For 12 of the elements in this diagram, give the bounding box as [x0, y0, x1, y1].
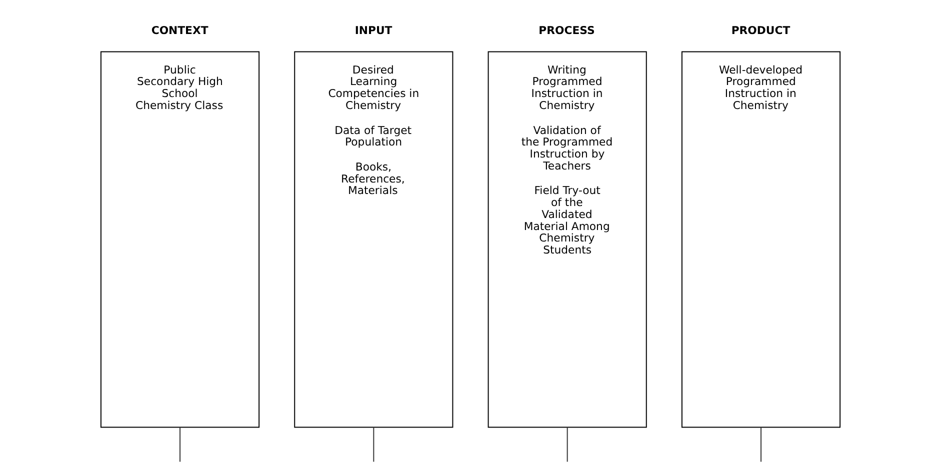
connector: [372, 426, 374, 462]
node-box: Writing Programmed Instruction in Chemistry Validation of the Programmed Instruction by Teachers Field Try-out of the Validated Material Among Chemistry Students: [487, 51, 646, 428]
connector: [179, 426, 180, 462]
node-label: CONTEXT: [150, 24, 208, 37]
connector: [760, 426, 761, 462]
node-box: Public Secondary High School Chemistry Class: [100, 51, 260, 428]
node-box: Well-developed Programmed Instruction in Chemistry: [680, 51, 840, 428]
node-label: INPUT: [354, 24, 392, 37]
node-box: Desired Learning Competencies in Chemistry Data of Target Population Books, References, Materials: [294, 51, 453, 428]
node-label: PRODUCT: [730, 24, 790, 37]
node-label: PROCESS: [538, 24, 594, 37]
connector: [566, 426, 568, 462]
